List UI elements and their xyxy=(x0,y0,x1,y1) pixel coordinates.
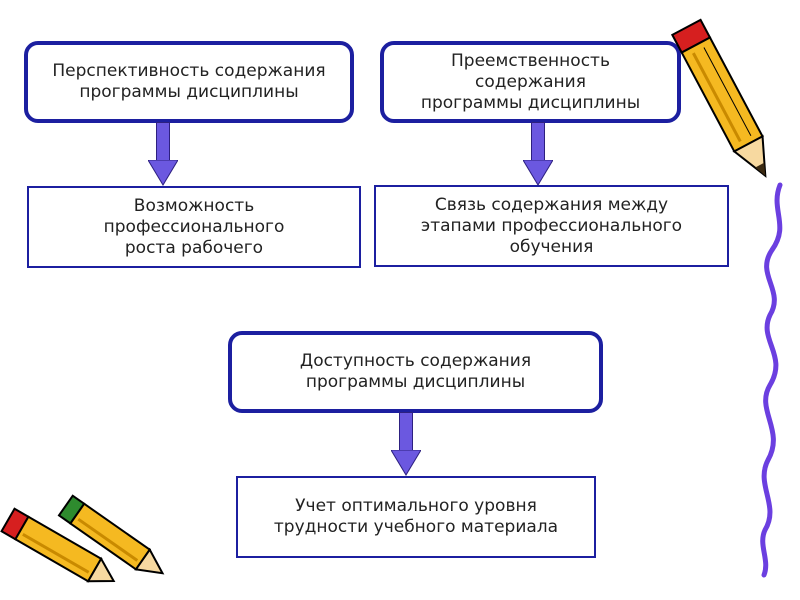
box-growth: Возможность профессионального роста рабо… xyxy=(27,186,361,268)
pencil-icon xyxy=(670,18,767,178)
pencil-icon xyxy=(57,494,165,575)
box-accessibility: Доступность содержания программы дисципл… xyxy=(228,331,603,413)
arrow-accessibility-to-difficulty xyxy=(391,412,421,476)
box-perspective: Перспективность содержания программы дис… xyxy=(24,41,354,123)
box-continuity: Преемственность содержания программы дис… xyxy=(380,41,681,123)
box-difficulty: Учет оптимального уровня трудности учебн… xyxy=(236,476,596,558)
box-difficulty-text: Учет оптимального уровня трудности учебн… xyxy=(273,496,559,537)
box-continuity-text: Преемственность содержания программы дис… xyxy=(420,50,641,113)
pencil-icon xyxy=(0,507,116,583)
box-growth-text: Возможность профессионального роста рабо… xyxy=(103,195,285,258)
arrow-continuity-to-link xyxy=(523,122,553,186)
squiggle-line xyxy=(760,182,783,578)
arrow-perspective-to-growth xyxy=(148,122,178,186)
box-accessibility-text: Доступность содержания программы дисципл… xyxy=(299,351,532,392)
box-perspective-text: Перспективность содержания программы дис… xyxy=(52,61,326,102)
box-link-text: Связь содержания между этапами профессио… xyxy=(420,194,683,257)
box-link: Связь содержания между этапами профессио… xyxy=(374,185,729,267)
